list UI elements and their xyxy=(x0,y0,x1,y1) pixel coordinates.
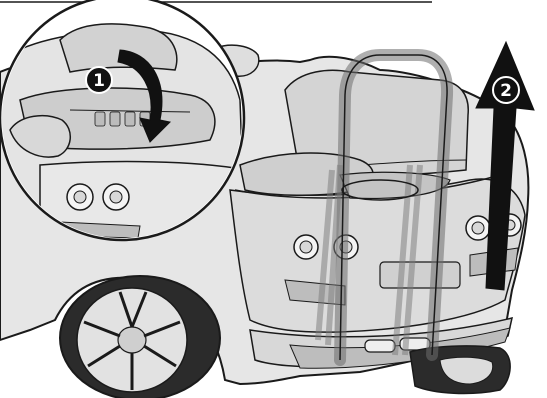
detail-callout xyxy=(0,0,245,240)
step-1-badge: 1 xyxy=(86,67,112,93)
step-2-number: 2 xyxy=(500,81,512,101)
step-1-number: 1 xyxy=(93,71,105,91)
rear-left-wheel xyxy=(60,276,220,398)
step-2-badge: 2 xyxy=(493,77,519,103)
rear-right-wheel xyxy=(410,346,510,394)
